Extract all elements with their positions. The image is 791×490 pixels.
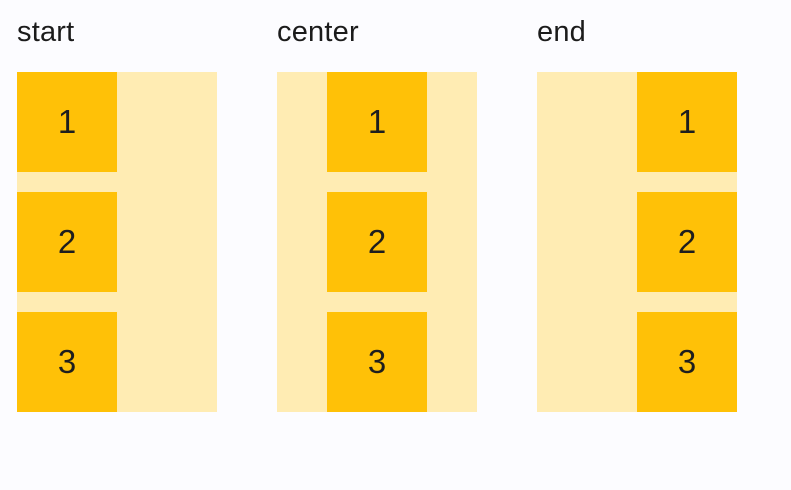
flex-item-2: 2 bbox=[637, 192, 737, 292]
flex-item-2: 2 bbox=[327, 192, 427, 292]
flex-item-3: 3 bbox=[327, 312, 427, 412]
flex-item-1: 1 bbox=[17, 72, 117, 172]
example-center-label: center bbox=[277, 16, 359, 48]
example-center: center 1 2 3 bbox=[277, 14, 477, 412]
flex-item-1: 1 bbox=[327, 72, 427, 172]
flex-item-1: 1 bbox=[637, 72, 737, 172]
example-end-label: end bbox=[537, 16, 586, 48]
flex-item-3: 3 bbox=[17, 312, 117, 412]
example-start-container: 1 2 3 bbox=[17, 72, 217, 412]
alignment-demo: start 1 2 3 center 1 2 3 end 1 2 3 bbox=[17, 14, 737, 412]
example-end-container: 1 2 3 bbox=[537, 72, 737, 412]
example-start-label: start bbox=[17, 16, 75, 48]
example-center-container: 1 2 3 bbox=[277, 72, 477, 412]
example-end: end 1 2 3 bbox=[537, 14, 737, 412]
flex-item-2: 2 bbox=[17, 192, 117, 292]
example-start: start 1 2 3 bbox=[17, 14, 217, 412]
flex-item-3: 3 bbox=[637, 312, 737, 412]
